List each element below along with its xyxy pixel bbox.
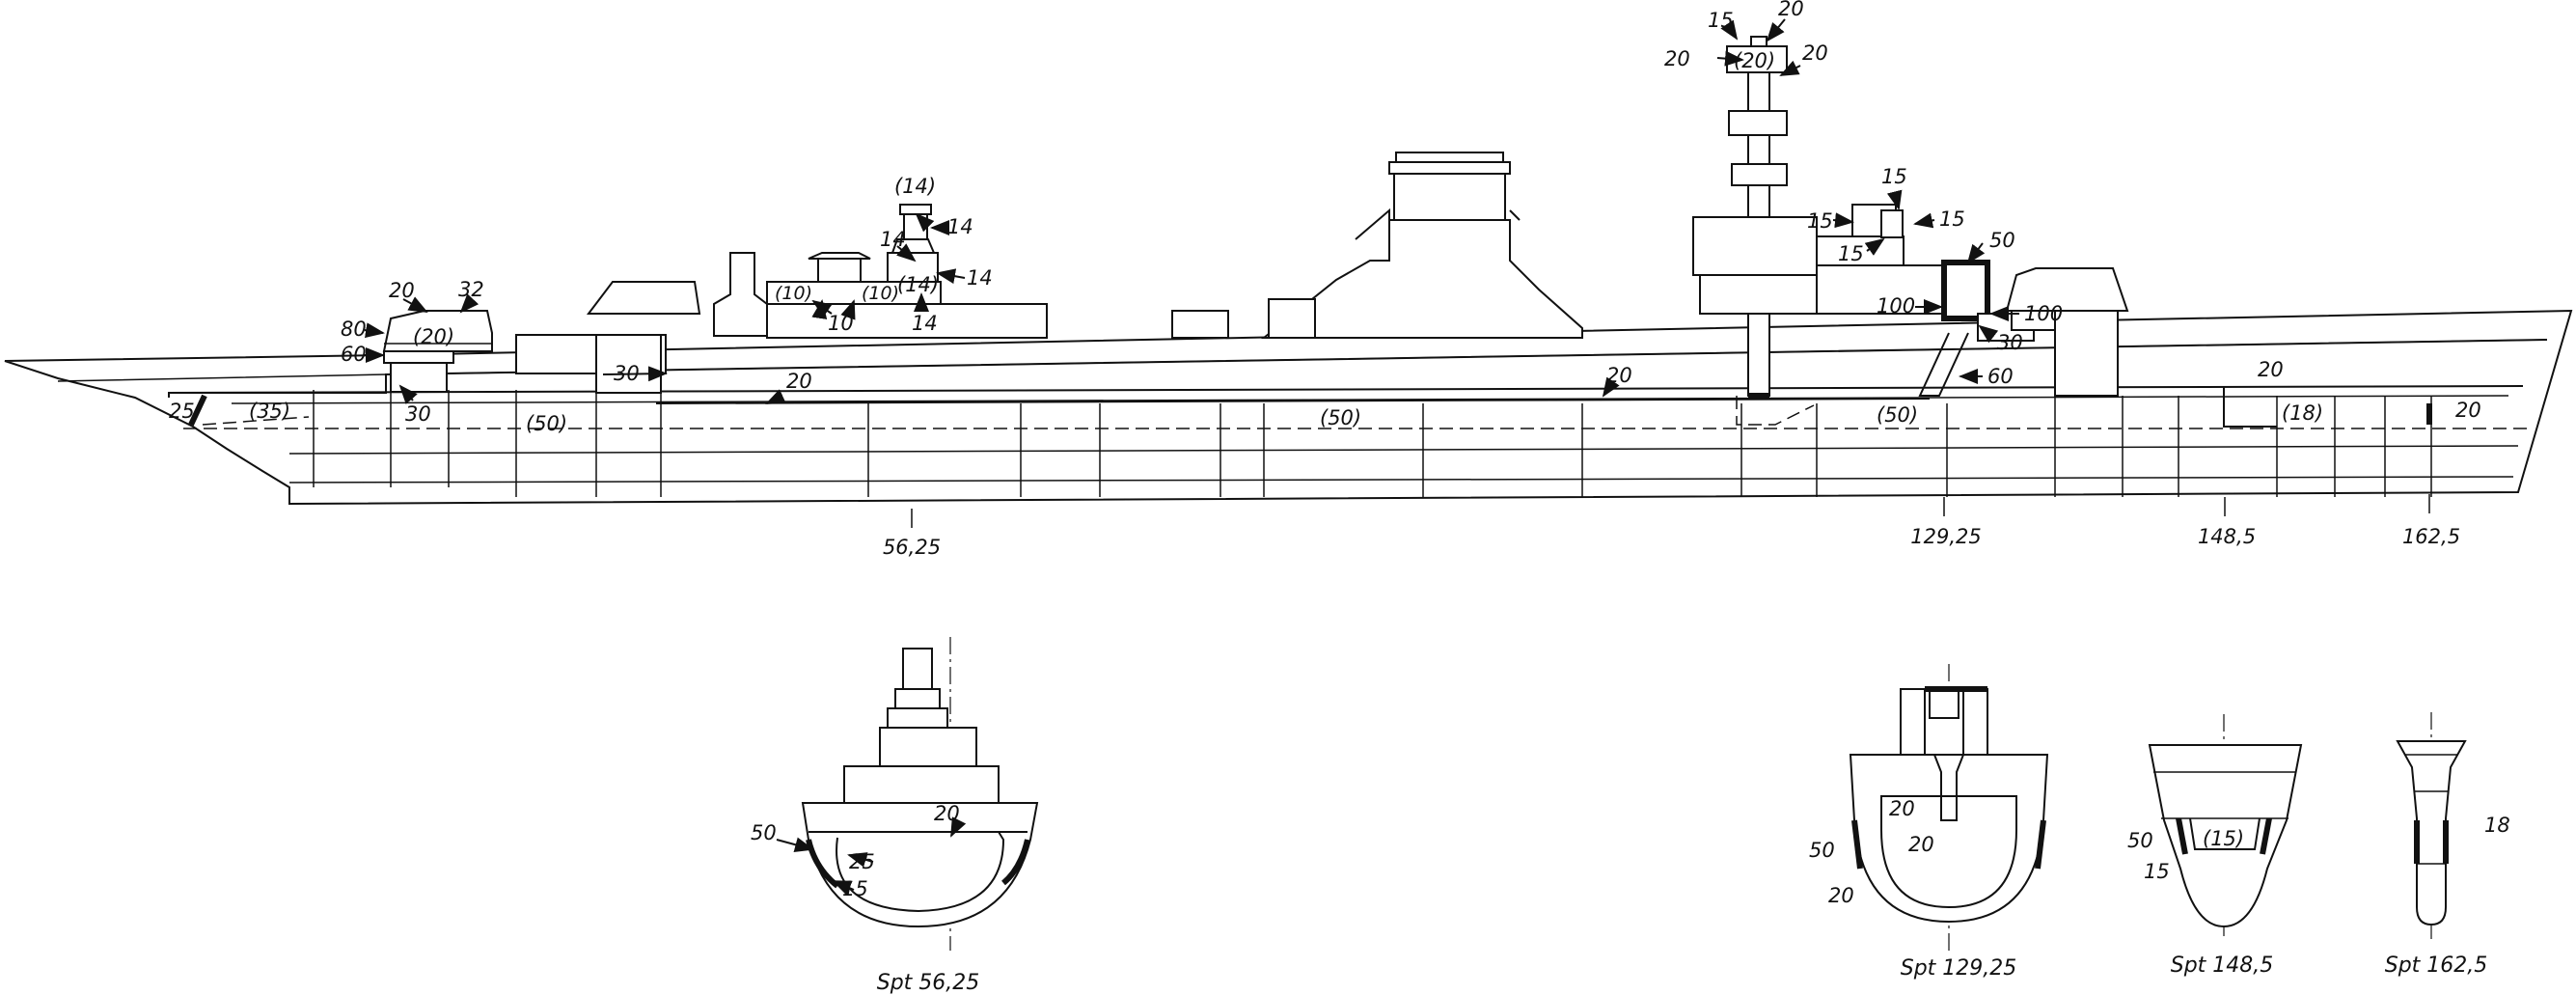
sec56-label-slope: 25 <box>849 850 875 873</box>
mainmast <box>1692 36 1943 426</box>
deck-line-a <box>168 385 2524 394</box>
label-dir-right: (10) <box>862 283 899 304</box>
section-spt-56: 20 50 25 15 Spt 56,25 <box>751 637 1039 995</box>
label-bridge-r2: 14 <box>967 266 993 290</box>
label-fwd-belt: (35) <box>249 400 290 423</box>
label-main-belt-fwd: (50) <box>526 412 567 435</box>
sec129-label-belt: 50 <box>1809 839 1835 862</box>
sec162-label-belt: 18 <box>2484 814 2510 837</box>
section-spt-129: 20 20 50 20 Spt 129,25 <box>1809 664 2049 981</box>
section-spt-148: 50 (15) 15 Spt 148,5 <box>2127 714 2303 978</box>
label-turret-a-top-left: 20 <box>389 279 415 302</box>
deckhouse-b <box>1268 298 1316 339</box>
sec148-label-box: (15) <box>2203 827 2244 850</box>
label-aft-dir-15a: 15 <box>1881 165 1907 188</box>
armor-deck-line <box>655 398 1931 404</box>
label-aft-tower-50: 50 <box>1989 229 2015 252</box>
label-main-belt-aft: (50) <box>1877 403 1918 427</box>
label-aft-tower-100a: 100 <box>1877 294 1915 318</box>
label-aft-tower-30: 30 <box>1997 331 2023 354</box>
label-turret-a-face: 80 <box>341 318 367 341</box>
turret-b <box>515 281 701 394</box>
label-mast-right-20: 20 <box>1802 41 1828 65</box>
label-bridge-low: 14 <box>912 312 938 335</box>
sec162-caption: Spt 162,5 <box>2385 954 2488 978</box>
bulkheads <box>313 390 2432 497</box>
sec56-label-belt: 50 <box>751 821 777 844</box>
sec129-label-upper: 20 <box>1889 797 1915 820</box>
double-bottom-line <box>288 476 2514 484</box>
label-turret-a-base: 60 <box>341 343 367 366</box>
profile-armor-labels: (20) 20 32 80 60 30 30 25 (35) (50) (50)… <box>169 0 2481 435</box>
label-bow-belt: 25 <box>169 400 195 423</box>
hull-outline <box>4 309 2573 506</box>
lower-deck-line <box>288 445 2519 455</box>
frame-label-129: 129,25 <box>1910 525 1981 548</box>
deck-line-b <box>231 395 2509 404</box>
forecastle-structure <box>168 339 2548 398</box>
ship-side-profile: (20) 20 32 80 60 30 30 25 (35) (50) (50)… <box>4 0 2573 559</box>
label-bridge-top: (14) <box>894 175 936 198</box>
turret-a <box>382 310 493 393</box>
label-stern-20: 20 <box>2455 399 2481 422</box>
label-bridge-l1: 14 <box>880 228 906 251</box>
sec148-label-bottom: 15 <box>2144 860 2170 883</box>
sec56-label-bottom: 15 <box>842 877 868 900</box>
label-turret-a-top-right: 32 <box>458 278 484 301</box>
label-dir-arrow: 10 <box>828 312 854 335</box>
sec56-caption: Spt 56,25 <box>877 971 980 995</box>
label-aft-tower-100b: 100 <box>2024 302 2063 325</box>
label-mast-top-20: 20 <box>1778 0 1804 20</box>
frame-label-148: 148,5 <box>2198 525 2256 548</box>
label-mast-box: (20) <box>1734 49 1775 72</box>
label-deck-mid: 20 <box>1606 364 1632 387</box>
sec56-label-deck: 20 <box>934 802 960 825</box>
label-mast-top-15: 15 <box>1708 9 1734 32</box>
label-aft-deck-20: 20 <box>2258 358 2284 381</box>
bow-dashed-deck <box>202 416 310 426</box>
bow-belt-thick <box>188 394 207 427</box>
sec129-caption: Spt 129,25 <box>1901 956 2017 981</box>
label-aft-dir-15d: 15 <box>1838 242 1864 265</box>
fwd-small-funnel <box>713 252 768 337</box>
label-stern-belt: (18) <box>2282 401 2323 425</box>
label-dir-left: (10) <box>775 283 812 304</box>
label-aft-dir-15c: 15 <box>1939 207 1965 231</box>
leader-arrows <box>364 18 2019 404</box>
bridge-structure <box>766 204 1048 339</box>
label-barbette-a: 30 <box>405 402 431 426</box>
turret-c <box>2005 267 2129 397</box>
label-bridge-box: (14) <box>897 273 939 296</box>
label-barbette-b: 30 <box>614 362 640 385</box>
label-aft-dir-15b: 15 <box>1807 209 1833 233</box>
frame-label-162: 162,5 <box>2402 525 2460 548</box>
label-aft-tube-60: 60 <box>1987 365 2014 388</box>
label-turret-a-roof: (20) <box>413 325 454 348</box>
deckhouse-a <box>1171 310 1229 339</box>
sec148-caption: Spt 148,5 <box>2171 954 2274 978</box>
sec129-label-lower: 20 <box>1908 833 1934 856</box>
label-main-belt-mid: (50) <box>1320 406 1361 429</box>
label-mast-left-20: 20 <box>1664 47 1690 70</box>
frame-station-labels: 56,25 129,25 148,5 162,5 <box>883 525 2460 559</box>
sec129-label-bottom: 20 <box>1828 884 1854 907</box>
label-bridge-r1: 14 <box>947 215 973 238</box>
stern-belt-box <box>2223 386 2277 428</box>
frame-label-56: 56,25 <box>883 536 941 559</box>
section-spt-162: 18 Spt 162,5 <box>2385 712 2510 978</box>
funnel <box>1261 152 1583 339</box>
label-deck-fwd: 20 <box>786 370 812 393</box>
sec148-label-belt: 50 <box>2127 829 2153 852</box>
